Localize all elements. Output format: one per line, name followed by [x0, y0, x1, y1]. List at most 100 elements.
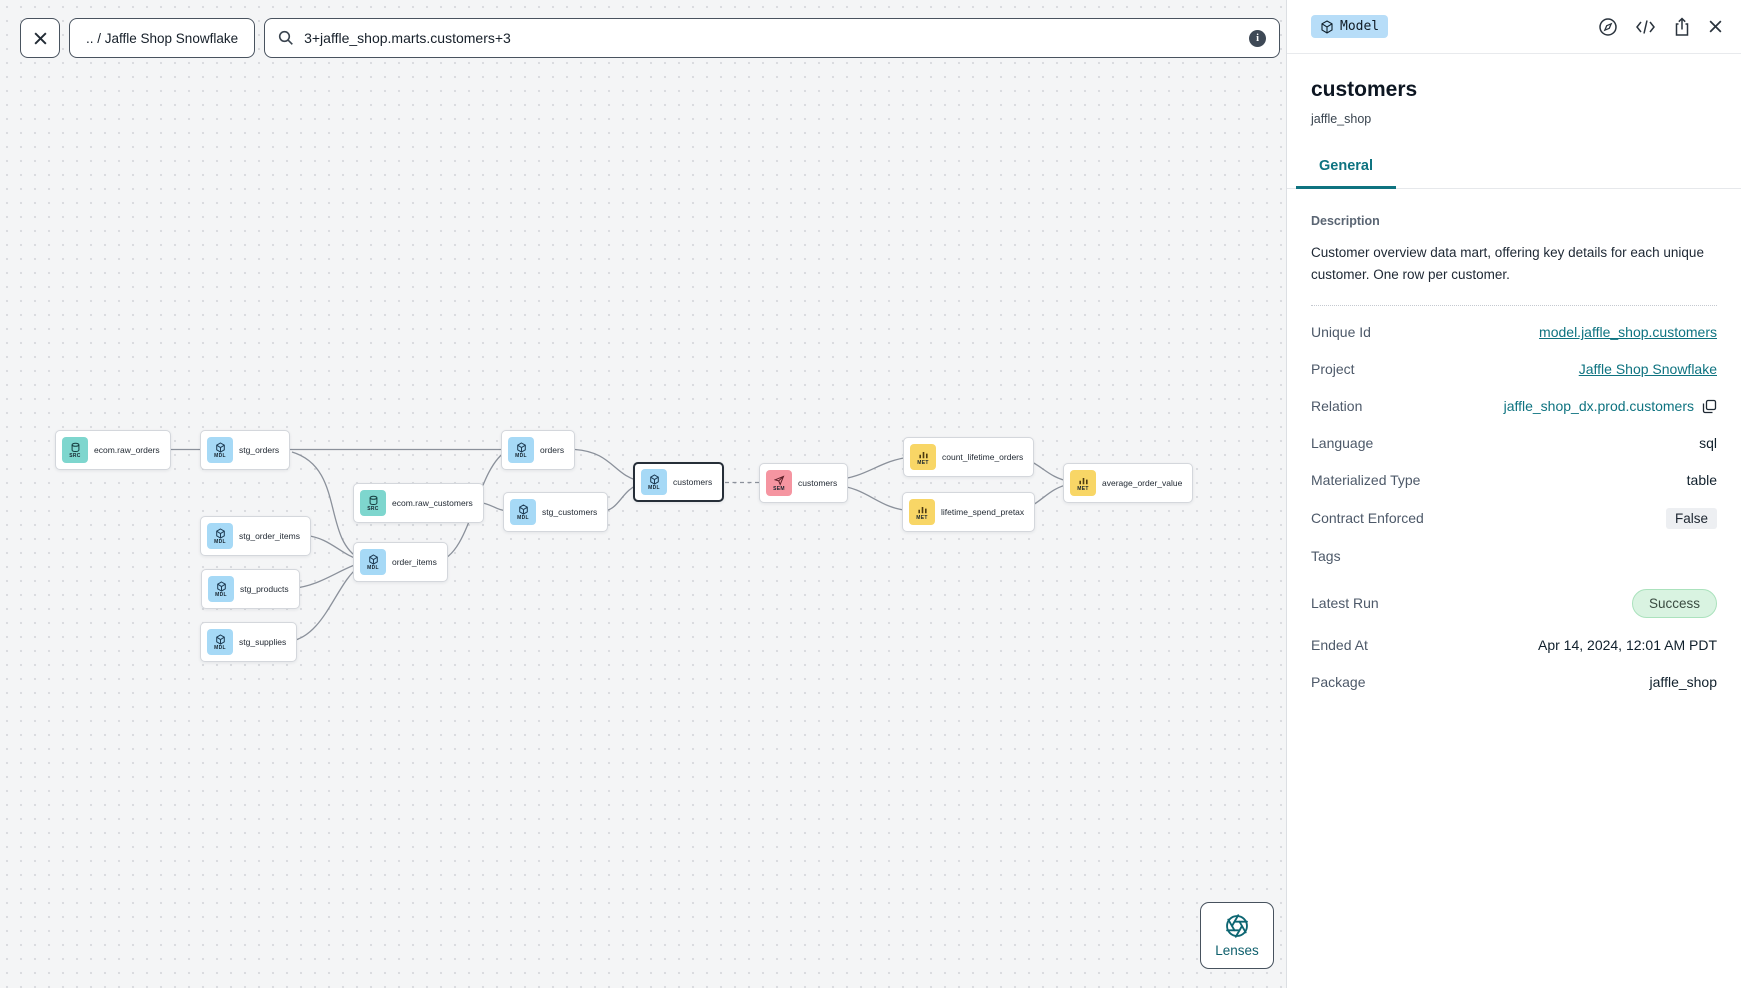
relation-value: jaffle_shop_dx.prod.customers: [1503, 398, 1694, 415]
close-panel-button[interactable]: [1708, 19, 1723, 34]
field-label: Materialized Type: [1311, 472, 1421, 489]
metric-badge: MET: [1070, 470, 1096, 496]
lenses-button[interactable]: Lenses: [1200, 902, 1274, 969]
badge-abbr: MDL: [214, 538, 226, 545]
graph-node-customers-semantic[interactable]: SEM customers: [759, 463, 849, 503]
model-cube-icon: [516, 441, 526, 453]
model-cube-icon: [649, 473, 659, 485]
panel-header: Model: [1287, 0, 1741, 54]
badge-abbr: MET: [1077, 485, 1089, 492]
field-row-latest-run: Latest Run Success: [1311, 575, 1717, 627]
field-label: Language: [1311, 435, 1374, 452]
field-row-language: Language sql: [1311, 425, 1717, 462]
field-row-ended-at: Ended At Apr 14, 2024, 12:01 AM PDT: [1311, 627, 1717, 664]
package-subtitle: jaffle_shop: [1311, 112, 1372, 126]
metric-badge: MET: [910, 444, 936, 470]
resource-type-label: Model: [1340, 19, 1380, 34]
model-badge: MDL: [208, 576, 234, 602]
node-label: customers: [798, 478, 838, 488]
field-row-unique-id: Unique Id model.jaffle_shop.customers: [1311, 314, 1717, 351]
badge-abbr: MDL: [367, 564, 379, 571]
graph-node-stg-products[interactable]: MDL stg_products: [201, 569, 300, 609]
model-badge: MDL: [207, 523, 233, 549]
edge-orders-customers: [574, 448, 641, 482]
panel-title-block: customers jaffle_shop: [1287, 54, 1741, 126]
graph-node-ecom-raw-customers[interactable]: SRC ecom.raw_customers: [353, 483, 484, 523]
model-badge: MDL: [510, 499, 536, 525]
badge-abbr: MDL: [515, 452, 527, 459]
lineage-selector-input[interactable]: [304, 30, 1240, 46]
graph-node-stg-orders[interactable]: MDL stg_orders: [200, 430, 291, 470]
graph-node-count-lifetime-orders[interactable]: MET count_lifetime_orders: [903, 437, 1035, 477]
model-cube-icon: [216, 580, 226, 592]
field-label: Unique Id: [1311, 324, 1371, 341]
graph-node-ecom-raw-orders[interactable]: SRC ecom.raw_orders: [55, 430, 171, 470]
model-badge: MDL: [207, 629, 233, 655]
breadcrumb[interactable]: .. / Jaffle Shop Snowflake: [69, 18, 256, 58]
model-badge: MDL: [641, 469, 667, 495]
badge-abbr: MET: [916, 514, 928, 521]
field-row-materialized-type: Materialized Type table: [1311, 462, 1717, 499]
node-label: count_lifetime_orders: [942, 452, 1024, 462]
source-badge: SRC: [360, 490, 386, 516]
bar-chart-icon: [917, 506, 927, 513]
explore-button[interactable]: [1598, 17, 1618, 37]
compass-icon: [1599, 17, 1617, 36]
field-row-project: Project Jaffle Shop Snowflake: [1311, 351, 1717, 388]
graph-node-stg-customers[interactable]: MDL stg_customers: [503, 492, 609, 532]
graph-node-orders[interactable]: MDL orders: [501, 430, 576, 470]
model-cube-icon: [215, 633, 225, 645]
bar-chart-icon: [918, 451, 928, 458]
package-value: jaffle_shop: [1649, 674, 1717, 691]
badge-abbr: MDL: [215, 591, 227, 598]
graph-node-stg-supplies[interactable]: MDL stg_supplies: [200, 622, 298, 662]
view-code-button[interactable]: [1635, 19, 1656, 35]
graph-node-stg-order-items[interactable]: MDL stg_order_items: [200, 516, 311, 556]
source-badge: SRC: [62, 437, 88, 463]
share-icon: [1675, 16, 1689, 36]
status-badge: Success: [1631, 588, 1717, 618]
node-label: stg_products: [240, 584, 289, 594]
unique-id-link[interactable]: model.jaffle_shop.customers: [1539, 324, 1717, 341]
graph-node-order-items[interactable]: MDL order_items: [353, 542, 448, 582]
paper-plane-icon: [773, 474, 784, 486]
panel-content: Description Customer overview data mart,…: [1287, 189, 1741, 726]
graph-node-customers-selected[interactable]: MDL customers: [633, 462, 725, 502]
description-label: Description: [1311, 214, 1380, 228]
graph-node-lifetime-spend-pretax[interactable]: MET lifetime_spend_pretax: [902, 492, 1036, 532]
badge-abbr: SRC: [69, 452, 81, 459]
field-row-tags: Tags: [1311, 538, 1717, 575]
graph-node-average-order-value[interactable]: MET average_order_value: [1063, 463, 1194, 503]
badge-abbr: SRC: [367, 505, 379, 512]
lineage-search-box[interactable]: i: [264, 18, 1281, 58]
model-badge: MDL: [360, 549, 386, 575]
edge-stgorders-orderitems: [291, 451, 361, 560]
share-button[interactable]: [1673, 16, 1691, 37]
lens-aperture-icon: [1226, 914, 1248, 938]
project-link[interactable]: Jaffle Shop Snowflake: [1578, 361, 1717, 378]
resource-type-badge: Model: [1311, 15, 1389, 38]
field-label: Latest Run: [1311, 595, 1379, 612]
code-icon: [1636, 19, 1655, 34]
semantic-model-badge: SEM: [766, 470, 792, 496]
model-cube-icon: [215, 527, 225, 539]
lineage-canvas[interactable]: SRC ecom.raw_orders MDL stg_orders SRC e…: [0, 0, 1330, 988]
field-label: Contract Enforced: [1311, 510, 1424, 527]
database-icon: [71, 442, 79, 452]
field-label: Package: [1311, 674, 1366, 691]
node-label: stg_customers: [542, 507, 598, 517]
copy-relation-button[interactable]: [1702, 399, 1717, 414]
close-lineage-button[interactable]: [20, 18, 60, 58]
contract-enforced-badge: False: [1665, 507, 1717, 529]
info-icon[interactable]: i: [1249, 29, 1267, 47]
node-label: ecom.raw_customers: [392, 498, 473, 508]
section-divider: [1311, 304, 1717, 306]
materialized-type-value: table: [1686, 472, 1717, 489]
panel-tabs: General: [1287, 147, 1741, 189]
node-label: lifetime_spend_pretax: [941, 507, 1025, 517]
tab-general[interactable]: General: [1296, 147, 1396, 189]
model-badge: MDL: [508, 437, 534, 463]
panel-actions: [1598, 16, 1723, 37]
database-icon: [369, 495, 377, 505]
